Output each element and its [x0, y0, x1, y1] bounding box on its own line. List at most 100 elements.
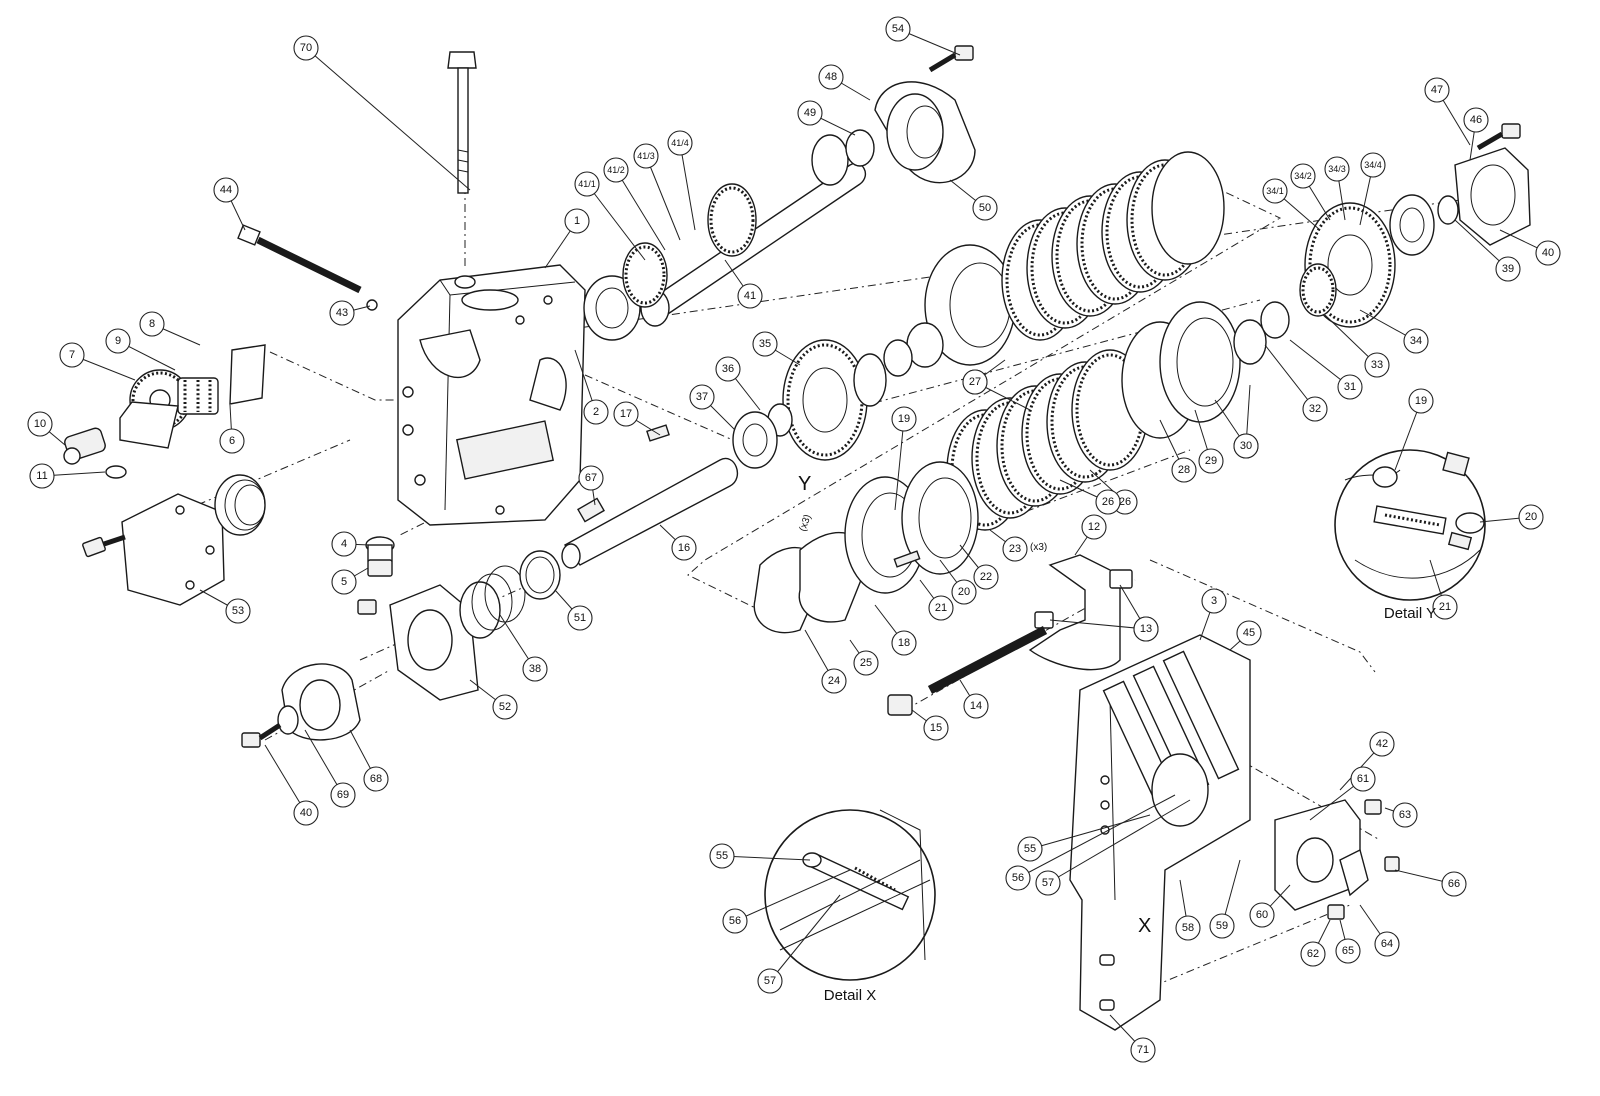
gear-35	[732, 339, 887, 469]
callout-circle	[329, 300, 355, 326]
callout-circle	[1081, 514, 1107, 540]
callout-label: 6	[229, 435, 235, 447]
detail-y-inset	[1334, 449, 1486, 601]
main-housing	[397, 264, 586, 526]
callout-circle	[853, 650, 879, 676]
callout-label: 46	[1470, 114, 1482, 126]
callout-label: 35	[759, 338, 771, 350]
callout-label: 27	[969, 376, 981, 388]
callout-circle	[1369, 731, 1395, 757]
callout-label: 30	[1240, 440, 1252, 452]
callout-circle	[1324, 156, 1350, 182]
callout-circle	[1133, 616, 1159, 642]
gear-assembly-left	[63, 344, 266, 479]
callout-label: 41	[744, 290, 756, 302]
callout-circle	[578, 465, 604, 491]
callout-label: 34/2	[1294, 171, 1312, 181]
leader-line	[734, 869, 851, 922]
callout-label: 41/3	[637, 151, 655, 161]
callout-label: 20	[958, 586, 970, 598]
piston-group	[753, 461, 979, 634]
callout-label: 57	[1042, 877, 1054, 889]
clutch-pack-lower	[946, 301, 1290, 531]
callout-circle	[219, 428, 245, 454]
callout-label: 2	[593, 406, 599, 418]
leader-line	[615, 169, 666, 251]
callout-circle	[1350, 766, 1376, 792]
callout-circle	[29, 463, 55, 489]
callout-circle	[1198, 448, 1224, 474]
shaft-16	[561, 424, 739, 569]
callout-circle	[963, 693, 989, 719]
callout-label: 34	[1410, 335, 1422, 347]
callout-circle	[1535, 240, 1561, 266]
callout-circle	[603, 157, 629, 183]
callout-label: 52	[499, 701, 511, 713]
callout-label: 34/1	[1266, 186, 1284, 196]
leader-line	[305, 47, 471, 191]
leader-line	[264, 744, 307, 814]
callout-label: 50	[979, 202, 991, 214]
callout-label: 55	[1024, 843, 1036, 855]
callout-circle	[1175, 915, 1201, 941]
leader-line	[721, 855, 811, 861]
callout-label: 60	[1256, 909, 1268, 921]
callout-label: 28	[1178, 464, 1190, 476]
callout-circle	[522, 656, 548, 682]
callout-label: 5	[341, 576, 347, 588]
leader-line	[1017, 794, 1176, 879]
callout-label: 58	[1182, 922, 1194, 934]
callout-circle	[891, 630, 917, 656]
callout-circle	[709, 843, 735, 869]
view-marker-x: X	[1138, 915, 1151, 937]
callout-label: 23	[1009, 543, 1021, 555]
callout-label: 18	[898, 637, 910, 649]
callout-label: 45	[1243, 627, 1255, 639]
callout-circle	[1249, 902, 1275, 928]
callout-label: 1	[574, 215, 580, 227]
callout-circle	[1262, 178, 1288, 204]
callout-labels: 1234567891011121313141516171819202122232…	[27, 16, 1561, 1063]
callout-label: 21	[935, 602, 947, 614]
callout-circle	[1005, 865, 1031, 891]
view-marker-y: Y	[798, 473, 811, 495]
long-bolt-70	[447, 51, 477, 194]
callout-circle	[1432, 594, 1458, 620]
callout-label: 39	[1502, 263, 1514, 275]
callout-circle	[1364, 352, 1390, 378]
callout-label: 9	[115, 335, 121, 347]
callout-label: 26	[1119, 496, 1131, 508]
callout-circle	[1441, 871, 1467, 897]
detail-x-title: Detail X	[824, 987, 877, 1004]
callout-circle	[689, 384, 715, 410]
callout-label: 36	[722, 363, 734, 375]
callout-circle	[1360, 152, 1386, 178]
callout-circle	[1300, 941, 1326, 967]
callout-circle	[1335, 938, 1361, 964]
detail-y-title: Detail Y	[1384, 605, 1436, 622]
callout-label: 41/4	[671, 138, 689, 148]
callout-label: 54	[892, 23, 904, 35]
callout-circle	[752, 331, 778, 357]
callout-label: 55	[716, 850, 728, 862]
leader-line	[769, 894, 841, 982]
callout-circle	[818, 64, 844, 90]
leader-line	[1289, 339, 1351, 388]
callout-label: 40	[1542, 247, 1554, 259]
callout-circle	[293, 800, 319, 826]
callout-label: 62	[1307, 948, 1319, 960]
callout-label: 24	[828, 675, 840, 687]
callout-label: 65	[1342, 945, 1354, 957]
leader-line	[586, 183, 646, 261]
callout-circle	[1518, 504, 1544, 530]
quantity-note-1: (x3)	[797, 513, 813, 533]
callout-circle	[715, 356, 741, 382]
callout-label: 21	[1439, 601, 1451, 613]
leader-line	[679, 142, 696, 231]
leader-line	[645, 155, 681, 241]
callout-circle	[1236, 620, 1262, 646]
callout-label: 41/2	[607, 165, 625, 175]
callout-circle	[1233, 433, 1259, 459]
callout-circle	[885, 16, 911, 42]
callout-circle	[1002, 536, 1028, 562]
